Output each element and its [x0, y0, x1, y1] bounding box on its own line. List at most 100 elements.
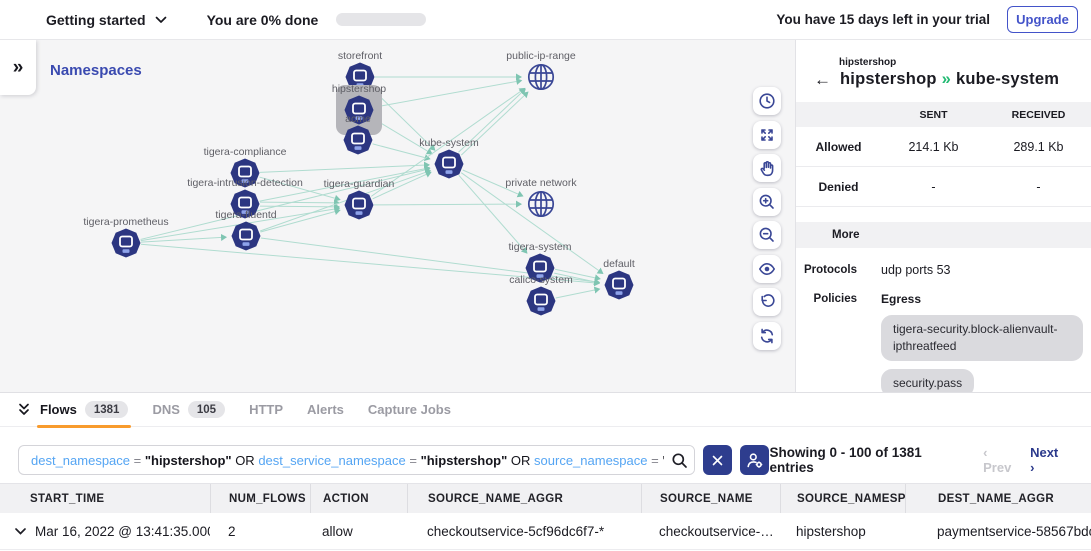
fit-screen-button[interactable] — [753, 120, 781, 149]
graph-edge — [259, 161, 431, 173]
title-dest: kube-system — [956, 70, 1060, 88]
details-title: hipstershop»kube-system — [840, 70, 1059, 89]
graph-edge — [458, 174, 528, 254]
graph-node-tigera-compliance[interactable] — [229, 157, 261, 189]
refresh-button[interactable] — [753, 321, 781, 350]
graph-node-kube-system[interactable] — [433, 148, 465, 180]
double-chevron-right-icon: » — [12, 56, 24, 78]
graph-edge — [462, 169, 524, 198]
zoom-out-icon — [759, 227, 774, 242]
graph-edge — [373, 200, 523, 208]
graph-edge — [373, 78, 523, 108]
node-label-tigera-intrusion-detection: tigera-intrusion-detection — [187, 177, 303, 189]
graph-edge — [555, 286, 601, 299]
tab-flows[interactable]: Flows 1381 — [36, 393, 132, 428]
tab-alerts[interactable]: Alerts — [307, 402, 344, 417]
back-arrow-icon[interactable]: ← — [814, 70, 831, 89]
graph-edge — [259, 203, 340, 211]
node-label-private-network: private network — [505, 177, 577, 189]
visibility-icon — [759, 262, 775, 275]
prev-page-button[interactable]: ‹ Prev — [983, 445, 1012, 475]
graph-edge — [259, 165, 431, 202]
graph-node-tigera-guardian[interactable] — [343, 189, 375, 221]
node-label-default: default — [603, 258, 635, 270]
col-action[interactable]: ACTION — [310, 484, 407, 513]
graph-node-calico-system[interactable] — [525, 285, 557, 317]
getting-started-menu[interactable]: Getting started — [46, 12, 167, 28]
node-label-calico-system: calico-system — [509, 274, 573, 286]
graph-edge — [460, 172, 604, 274]
history-icon — [759, 93, 775, 109]
visibility-button[interactable] — [753, 254, 781, 283]
query-token-keyword: OR — [507, 452, 535, 468]
node-label-tigera-compliance: tigera-compliance — [203, 146, 287, 158]
close-icon — [713, 455, 723, 465]
zoom-in-icon — [759, 194, 774, 209]
graph-edges — [140, 73, 604, 299]
tab-capture-jobs[interactable]: Capture Jobs — [367, 402, 451, 417]
history-button[interactable] — [753, 87, 781, 115]
col-num-flows[interactable]: NUM_FLOWS — [210, 484, 310, 513]
query-token-keyword: OR — [231, 452, 259, 468]
col-start-time[interactable]: START_TIME — [30, 492, 105, 505]
zoom-in-button[interactable] — [753, 187, 781, 216]
query-token-value: "hipstershop" — [144, 452, 232, 468]
graph-edge — [554, 272, 601, 286]
graph-edge — [140, 243, 601, 287]
node-label-hipstershop: hipstershop — [331, 83, 387, 95]
graph-node-tigera-prometheus[interactable] — [110, 227, 142, 259]
col-source-name-aggr[interactable]: SOURCE_NAME_AGGR — [407, 484, 641, 513]
graph-edge — [140, 166, 431, 240]
fit-screen-icon — [761, 128, 773, 141]
node-label-tigera-prometheus: tigera-prometheus — [83, 216, 169, 228]
graph-node-public-ip-range[interactable] — [525, 61, 557, 93]
top-bar: Getting started You are 0% done You have… — [0, 0, 1091, 40]
query-token-field: dest_namespace — [31, 452, 131, 468]
col-dest-name-aggr[interactable]: DEST_NAME_AGGR — [905, 484, 1091, 513]
node-label-tigera-system: tigera-system — [508, 241, 572, 253]
dns-count-badge: 105 — [187, 401, 226, 418]
col-sent: SENT — [919, 108, 948, 121]
graph-node-private-network[interactable] — [525, 188, 557, 220]
flows-tabs: Flows 1381 DNS 105 HTTP Alerts Capture J… — [0, 393, 1091, 428]
col-source-namespace[interactable]: SOURCE_NAMESPACE — [780, 484, 905, 513]
user-settings-button[interactable] — [740, 445, 770, 475]
upgrade-button[interactable]: Upgrade — [1007, 6, 1078, 33]
search-icon — [664, 446, 695, 474]
flows-panel: Flows 1381 DNS 105 HTTP Alerts Capture J… — [0, 392, 1091, 551]
graph-node-acme[interactable] — [342, 124, 374, 156]
tab-http[interactable]: HTTP — [249, 402, 284, 417]
graph-node-default[interactable] — [603, 269, 635, 301]
flows-table-header: START_TIME NUM_FLOWS ACTION SOURCE_NAME_… — [0, 483, 1091, 513]
collapse-panel-button[interactable] — [16, 402, 32, 417]
node-label-kube-system: kube-system — [419, 137, 479, 149]
sidebar-expand-button[interactable]: » — [0, 40, 36, 95]
clear-filter-button[interactable] — [703, 445, 733, 475]
policy-pill: security.pass — [881, 368, 975, 392]
next-page-button[interactable]: Next › — [1030, 445, 1059, 475]
graph-edge — [259, 169, 432, 232]
flow-table-row[interactable]: Mar 16, 2022 @ 13:41:35.000 2 allow chec… — [0, 513, 1091, 550]
graph-edge — [460, 91, 529, 156]
tab-dns[interactable]: DNS 105 — [152, 393, 226, 427]
graph-node-tigera-system[interactable] — [524, 252, 556, 284]
traffic-row-denied: Denied - - — [796, 167, 1091, 207]
graph-node-hipstershop[interactable] — [343, 94, 375, 126]
col-source-name[interactable]: SOURCE_NAME — [641, 484, 780, 513]
undo-button[interactable] — [753, 288, 781, 316]
progress-label: You are 0% done — [206, 11, 319, 28]
node-label-tigera-fluentd: tigera-fluentd — [215, 209, 277, 221]
pan-button[interactable] — [753, 154, 781, 182]
expand-row-icon[interactable] — [14, 527, 27, 536]
graph-toolbar — [753, 87, 781, 350]
col-received: RECEIVED — [1011, 108, 1066, 121]
query-token-field: dest_service_namespace — [258, 452, 406, 468]
pan-hand-icon — [760, 160, 774, 177]
graph-edge — [259, 176, 341, 202]
graph-node-tigera-fluentd[interactable] — [230, 220, 262, 252]
graph-node-tigera-intrusion-detection[interactable] — [229, 188, 261, 220]
filter-query-input[interactable]: dest_namespace = "hipstershop" OR dest_s… — [18, 445, 696, 475]
zoom-out-button[interactable] — [753, 221, 781, 249]
